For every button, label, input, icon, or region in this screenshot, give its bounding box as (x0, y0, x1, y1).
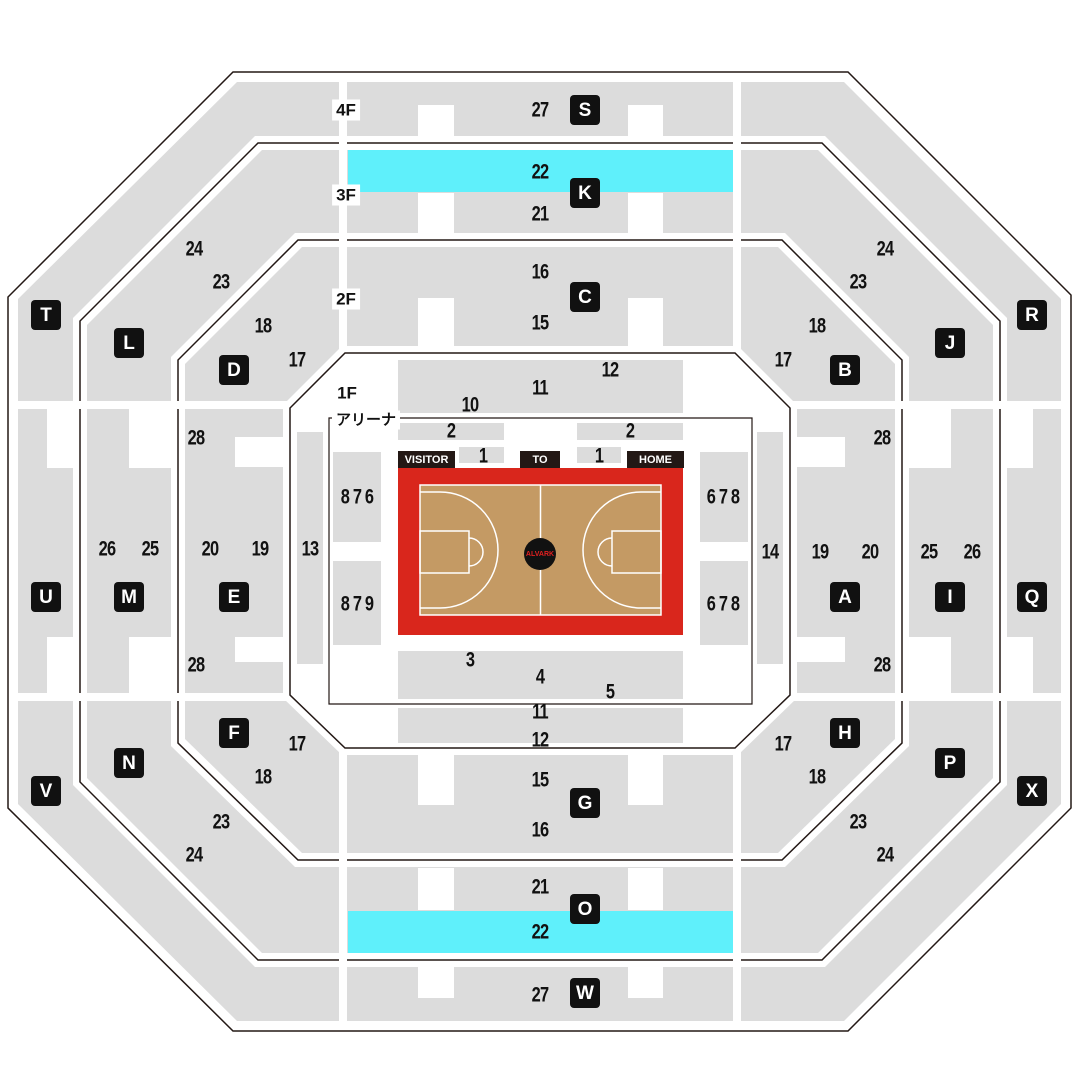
row-number-label: 19 (811, 540, 829, 564)
section-h[interactable]: H (830, 718, 860, 748)
home-bench-label: HOME (627, 451, 684, 468)
row-number-label: 21 (531, 202, 549, 226)
highlight-row-k22 (348, 150, 733, 192)
floor-label-2f: 2F (332, 288, 360, 310)
row-number-label: 17 (288, 348, 306, 372)
section-e[interactable]: E (219, 582, 249, 612)
highlight-row-o22 (348, 911, 733, 953)
row-number-label: 14 (761, 540, 779, 564)
row-number-label: 18 (808, 314, 826, 338)
section-g[interactable]: G (570, 788, 600, 818)
section-p[interactable]: P (935, 748, 965, 778)
arena-seat-blocks (297, 360, 783, 743)
section-c[interactable]: C (570, 282, 600, 312)
row-number-label: 24 (185, 237, 203, 261)
row-number-label: 3 (465, 648, 475, 672)
row-number-label: 11 (532, 376, 549, 400)
section-n[interactable]: N (114, 748, 144, 778)
section-s[interactable]: S (570, 95, 600, 125)
row-number-label: 22 (531, 920, 549, 944)
row-number-label: 16 (531, 818, 549, 842)
row-number-label: 17 (288, 732, 306, 756)
row-number-label: 25 (920, 540, 938, 564)
visitor-bench-label: VISITOR (398, 451, 455, 468)
row-number-label: 15 (531, 311, 549, 335)
section-t[interactable]: T (31, 300, 61, 330)
section-v[interactable]: V (31, 776, 61, 806)
arena-box (328, 417, 753, 705)
floor-label-4f: 4F (332, 99, 360, 121)
section-b[interactable]: B (830, 355, 860, 385)
section-q[interactable]: Q (1017, 582, 1047, 612)
row-number-label: 28 (187, 426, 205, 450)
row-number-label: 19 (251, 537, 269, 561)
row-number-label: 13 (301, 537, 319, 561)
row-number-label: 5 (605, 680, 615, 704)
row-number-label: 10 (461, 393, 479, 417)
row-number-label: 25 (141, 537, 159, 561)
table-officials-label: TO (520, 451, 560, 468)
row-number-label: 11 (532, 700, 549, 724)
floor-label-3f: 3F (332, 184, 360, 206)
row-number-label: 28 (187, 653, 205, 677)
row-number-label: 26 (963, 540, 981, 564)
section-j[interactable]: J (935, 328, 965, 358)
row-number-label: 6 7 8 (706, 485, 740, 509)
row-number-label: 23 (849, 270, 867, 294)
section-x[interactable]: X (1017, 776, 1047, 806)
section-o[interactable]: O (570, 894, 600, 924)
section-l[interactable]: L (114, 328, 144, 358)
row-number-label: 2 (446, 419, 456, 443)
row-number-label: 12 (531, 728, 549, 752)
row-number-label: 23 (212, 270, 230, 294)
row-number-label: 20 (201, 537, 219, 561)
row-number-label: 27 (531, 983, 549, 1007)
row-number-label: 18 (254, 765, 272, 789)
team-logo: ALVARK (524, 538, 556, 570)
section-k[interactable]: K (570, 178, 600, 208)
row-number-label: 26 (98, 537, 116, 561)
section-r[interactable]: R (1017, 300, 1047, 330)
row-number-label: 22 (531, 160, 549, 184)
row-number-label: 8 7 9 (340, 592, 374, 616)
row-number-label: 1 (478, 444, 488, 468)
section-d[interactable]: D (219, 355, 249, 385)
section-m[interactable]: M (114, 582, 144, 612)
row-number-label: 15 (531, 768, 549, 792)
row-number-label: 23 (849, 810, 867, 834)
row-number-label: 2 (625, 419, 635, 443)
row-number-label: 4 (535, 665, 545, 689)
row-number-label: 28 (873, 653, 891, 677)
row-number-label: 18 (254, 314, 272, 338)
row-number-label: 16 (531, 260, 549, 284)
section-i[interactable]: I (935, 582, 965, 612)
row-number-label: 27 (531, 98, 549, 122)
row-number-label: 18 (808, 765, 826, 789)
row-number-label: 23 (212, 810, 230, 834)
section-u[interactable]: U (31, 582, 61, 612)
row-number-label: 20 (861, 540, 879, 564)
row-number-label: 28 (873, 426, 891, 450)
section-w[interactable]: W (570, 978, 600, 1008)
row-number-label: 24 (876, 843, 894, 867)
row-number-label: 24 (876, 237, 894, 261)
floor-label-1f: 1F (333, 382, 361, 404)
row-number-label: 17 (774, 732, 792, 756)
section-f[interactable]: F (219, 718, 249, 748)
row-number-label: 1 (594, 444, 604, 468)
arena-floor-label: アリーナ (331, 410, 401, 430)
row-number-label: 12 (601, 358, 619, 382)
row-number-label: 17 (774, 348, 792, 372)
row-number-label: 24 (185, 843, 203, 867)
row-number-label: 21 (531, 875, 549, 899)
row-number-label: 8 7 6 (340, 485, 374, 509)
row-number-label: 6 7 8 (706, 592, 740, 616)
section-a[interactable]: A (830, 582, 860, 612)
